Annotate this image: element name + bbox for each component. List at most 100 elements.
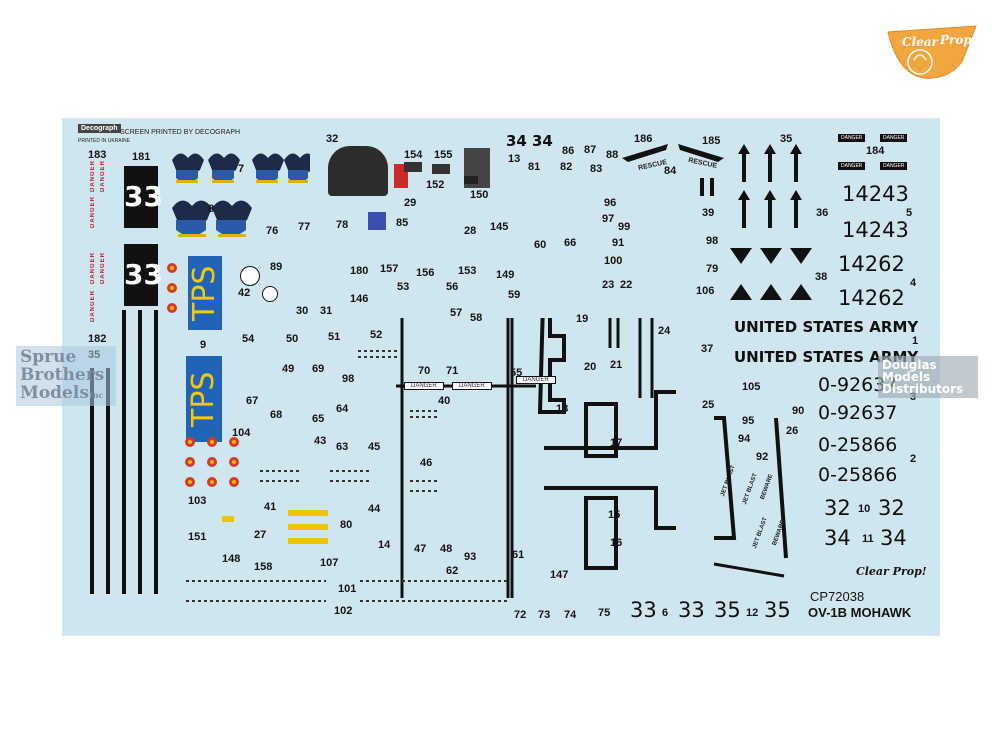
decal-number: 40: [438, 395, 451, 407]
stripe: [106, 368, 110, 594]
stripe: [138, 310, 142, 594]
danger-stencil: DANGER: [90, 290, 96, 323]
decal-number: 27: [254, 529, 267, 541]
decal-number: 157: [380, 263, 399, 275]
decal-number: 26: [786, 425, 799, 437]
decal-number: 8: [208, 203, 215, 215]
decal-number: 1: [912, 335, 919, 347]
decal-number: 184: [866, 145, 885, 157]
tail-number: 0-92637: [818, 402, 898, 424]
decal-number: 149: [496, 269, 515, 281]
stencil-lines: [358, 356, 398, 358]
blue-placard: [368, 212, 386, 230]
instrument-panel-decal: [328, 146, 388, 196]
decal-number: 57: [450, 307, 463, 319]
decal-number: 101: [338, 583, 357, 595]
danger-stencil: DANGER: [90, 160, 96, 193]
decal-number: 80: [340, 519, 353, 531]
danger-placard: DANGER: [838, 162, 866, 170]
decal-number: 148: [222, 553, 241, 565]
screen-printed-label: SCREEN PRINTED BY DECOGRAPH: [120, 129, 241, 136]
decal-number: 11: [862, 533, 874, 545]
decal-number: 151: [188, 531, 207, 543]
decal-number: 185: [702, 135, 721, 147]
danger-placard: DANGER: [880, 162, 908, 170]
danger-stencil: DANGER: [100, 160, 106, 193]
decal-number: 35: [780, 133, 793, 145]
decal-number: 74: [564, 609, 577, 621]
sprue-brothers-watermark: Sprue Brothers ModelsInc: [16, 346, 116, 406]
decal-number: 55: [510, 367, 523, 379]
decal-number: 14: [378, 539, 391, 551]
black-mark: [700, 178, 704, 196]
decal-number: 71: [446, 365, 459, 377]
svg-text:Clear: Clear: [902, 35, 940, 49]
circle-decal: [262, 286, 278, 302]
decal-number: 92: [756, 451, 769, 463]
decal-number: 106: [696, 285, 715, 297]
decal-number: 180: [350, 265, 369, 277]
decal-number: 23: [602, 279, 615, 291]
decal-number: 96: [604, 197, 617, 209]
nose-number: 34: [824, 526, 851, 550]
decal-number: 79: [706, 263, 719, 275]
decal-number: 186: [634, 133, 653, 145]
stencil-lines: [260, 470, 300, 472]
decal-number: 146: [350, 293, 369, 305]
decal-number: 60: [534, 239, 547, 251]
stripe: [122, 310, 126, 594]
stencil-lines: [410, 410, 440, 412]
stripe: [90, 368, 94, 594]
decal-number: 25: [702, 399, 715, 411]
decal-number: 147: [550, 569, 569, 581]
bottom-number: 35: [714, 598, 741, 622]
decal-number: 181: [132, 151, 151, 163]
decal-number: 45: [368, 441, 381, 453]
united-states-army: UNITED STATES ARMY: [734, 348, 919, 366]
decal-number: 153: [458, 265, 477, 277]
decal-number: 43: [314, 435, 327, 447]
small-placard: [464, 176, 478, 184]
printer-badge: Decograph: [78, 124, 121, 133]
yellow-marks: [288, 524, 328, 530]
decal-number: 102: [334, 605, 353, 617]
danger-strip: DANGER: [452, 382, 492, 390]
decal-number: 94: [738, 433, 751, 445]
small-placard: [432, 164, 450, 174]
roundel-marks: [185, 437, 239, 487]
decal-number: 84: [664, 165, 677, 177]
decal-number: 30: [296, 305, 309, 317]
decal-number: 183: [88, 149, 107, 161]
nose-number: 32: [824, 496, 851, 520]
decal-number: 145: [490, 221, 509, 233]
roundel-marks: [167, 263, 177, 313]
decal-number: 152: [426, 179, 445, 191]
decal-number: 97: [602, 213, 615, 225]
decal-number: 24: [658, 325, 671, 337]
nose-number: 34: [880, 526, 907, 550]
decal-number: 83: [590, 163, 603, 175]
stencil-lines: [186, 580, 326, 582]
bottom-number: 35: [764, 598, 791, 622]
decal-number: 154: [404, 149, 423, 161]
stencil-lines: [360, 580, 510, 582]
stripe: [154, 310, 158, 594]
united-states-army: UNITED STATES ARMY: [734, 318, 919, 336]
decal-number: 95: [742, 415, 755, 427]
decal-number: 29: [404, 197, 417, 209]
watermark-line: ModelsInc: [20, 383, 104, 403]
decal-number: 86: [562, 145, 575, 157]
tps-panel: TPS: [187, 256, 222, 330]
decal-number: 81: [528, 161, 541, 173]
decal-number: 100: [604, 255, 623, 267]
decal-number: 98: [342, 373, 355, 385]
decal-number: 156: [416, 267, 435, 279]
decal-number: 62: [446, 565, 459, 577]
circle-decal: [240, 266, 260, 286]
decal-number: 22: [620, 279, 633, 291]
stencil-lines: [410, 490, 440, 492]
decal-number: 39: [702, 207, 715, 219]
watermark-line: Brothers: [20, 365, 105, 385]
stencil-lines: [330, 480, 370, 482]
stencil-lines: [410, 480, 440, 482]
